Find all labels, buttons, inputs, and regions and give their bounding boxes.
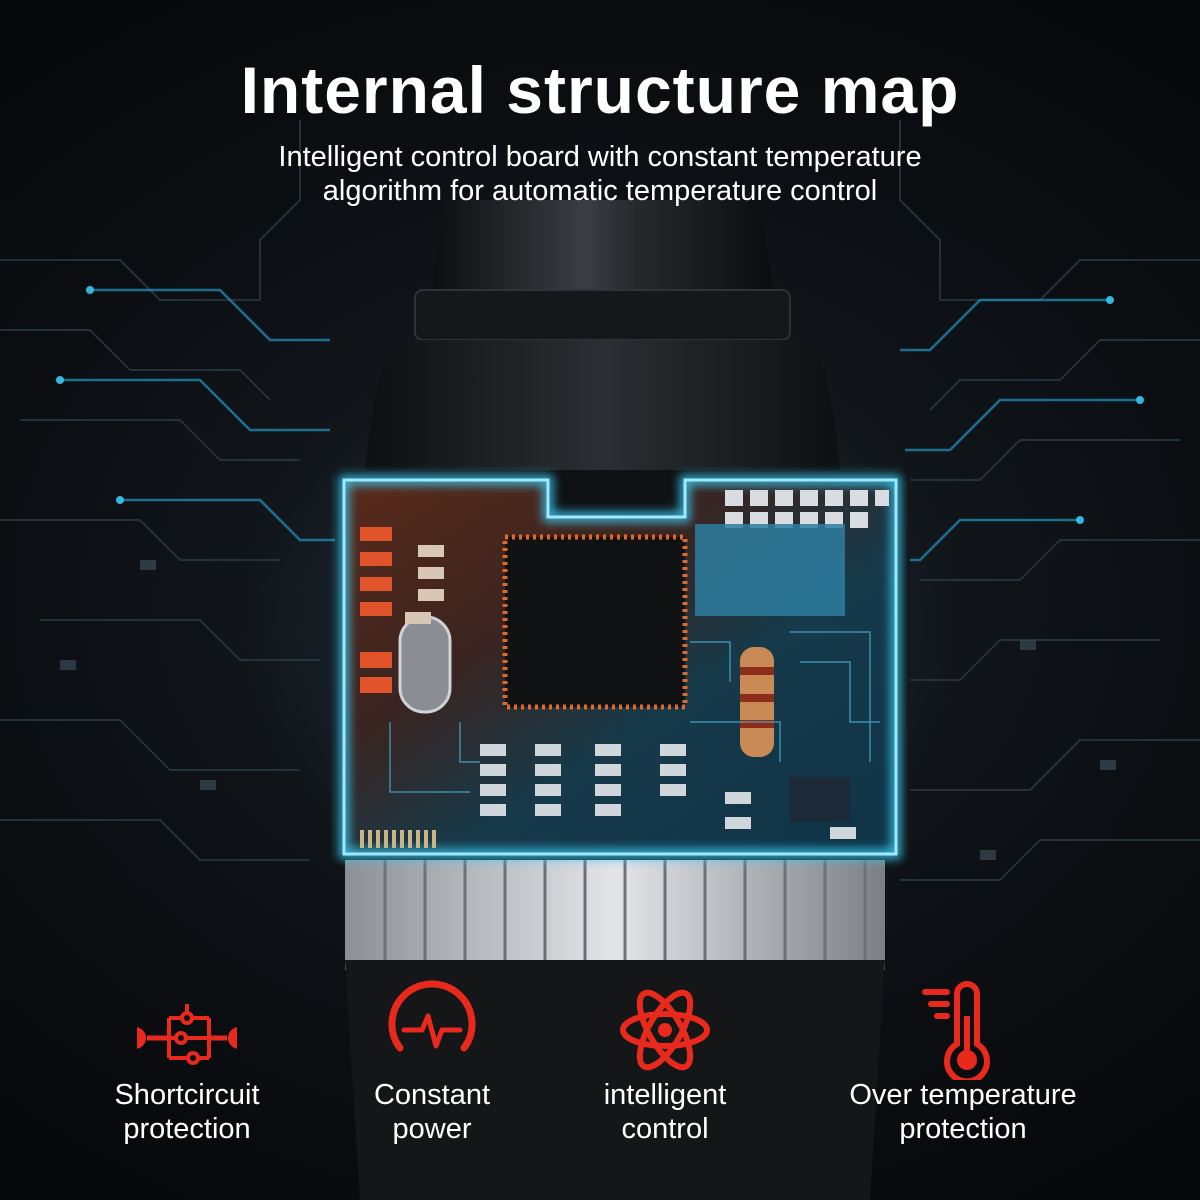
feature-constant-power: Constant power bbox=[292, 980, 572, 1180]
subtitle-line-1: Intelligent control board with constant … bbox=[278, 141, 922, 173]
atom-icon bbox=[620, 989, 710, 1071]
feature-label-line-1: Shortcircuit bbox=[114, 1079, 260, 1111]
feature-label: Shortcircuit protection bbox=[47, 1078, 327, 1146]
feature-label-line-2: protection bbox=[899, 1113, 1027, 1145]
feature-label-line-1: Constant bbox=[373, 1079, 491, 1111]
feature-intelligent-control: intelligent control bbox=[525, 980, 805, 1180]
feature-label-line-1: intelligent bbox=[603, 1079, 727, 1111]
subtitle-line-2: algorithm for automatic temperature cont… bbox=[322, 175, 878, 207]
feature-label: Over temperature protection bbox=[823, 1078, 1103, 1146]
feature-over-temperature: Over temperature protection bbox=[823, 980, 1103, 1180]
shortcircuit-icon bbox=[137, 1004, 237, 1065]
pulse-icon bbox=[388, 980, 476, 1052]
page-subtitle: Intelligent control board with constant … bbox=[170, 140, 1030, 208]
feature-label-line-2: power bbox=[392, 1113, 472, 1145]
feature-label-line-2: protection bbox=[123, 1113, 251, 1145]
feature-label: intelligent control bbox=[525, 1078, 805, 1146]
feature-label-line-2: control bbox=[621, 1113, 709, 1145]
control-board bbox=[339, 475, 901, 859]
thermometer-icon bbox=[922, 981, 990, 1080]
feature-shortcircuit: Shortcircuit protection bbox=[47, 980, 327, 1180]
feature-label: Constant power bbox=[292, 1078, 572, 1146]
feature-row: Shortcircuit protection Constant power bbox=[0, 980, 1200, 1180]
feature-label-line-1: Over temperature bbox=[849, 1079, 1077, 1111]
page-title: Internal structure map bbox=[240, 53, 960, 127]
